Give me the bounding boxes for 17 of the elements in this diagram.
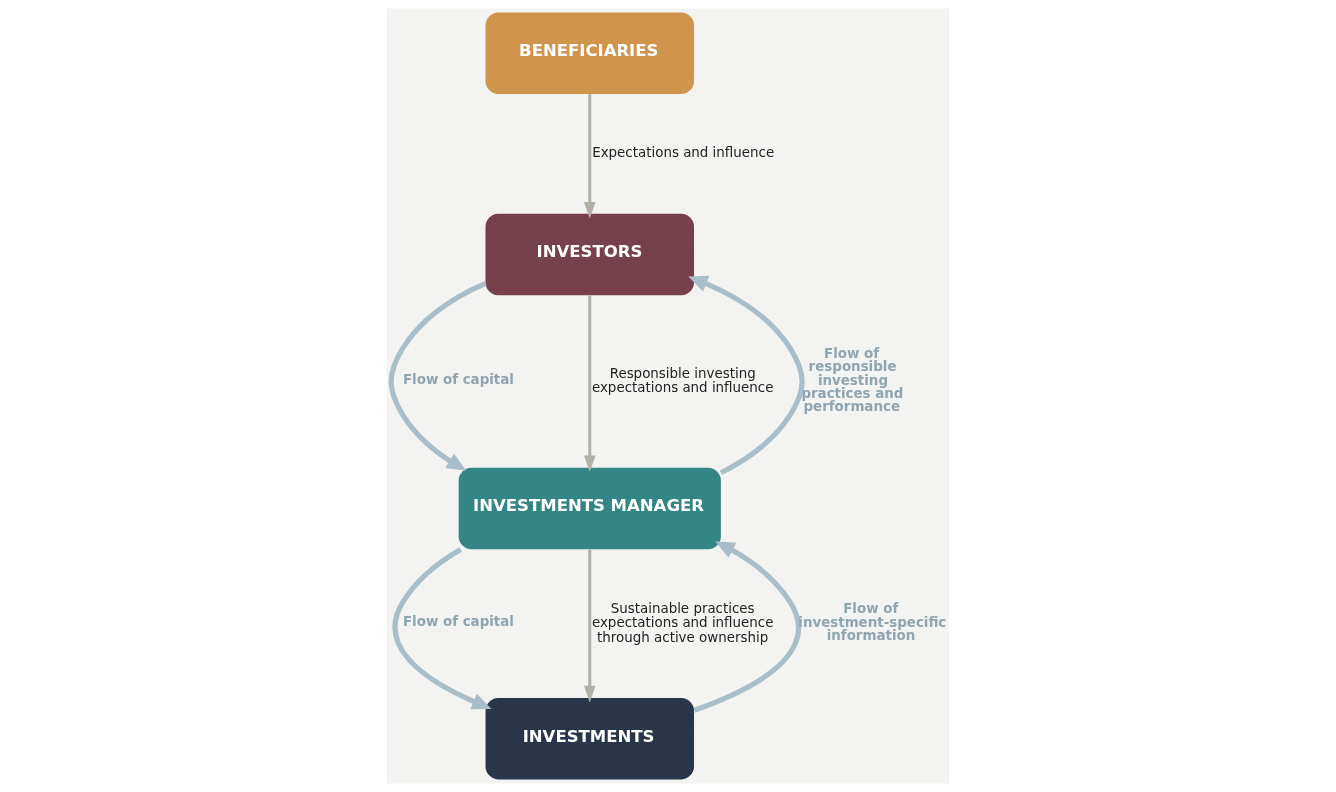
edge-label: Flow of responsible investing practices and performance: [801, 345, 904, 415]
arrow: [583, 94, 596, 219]
arrow: [583, 549, 596, 703]
edge-label: Flow of capital: [402, 372, 514, 388]
edge-label: Flow of capital: [402, 614, 514, 630]
node-box: BENEFICIARIES: [485, 12, 695, 95]
edge-label: Responsible investing expectations and influence: [591, 365, 774, 396]
edge-label: Expectations and influence: [592, 145, 775, 161]
arrow: [392, 547, 492, 710]
edge-label: Sustainable practices expectations and influence through active ownership: [591, 600, 774, 645]
node-box: INVESTMENTS MANAGER: [458, 467, 721, 550]
arrow: [583, 295, 596, 473]
arrow: [693, 541, 801, 713]
arrow: [388, 280, 487, 471]
arrow: [688, 275, 805, 476]
node-box: INVESTMENTS: [485, 697, 695, 780]
node-box: INVESTORS: [485, 213, 695, 296]
